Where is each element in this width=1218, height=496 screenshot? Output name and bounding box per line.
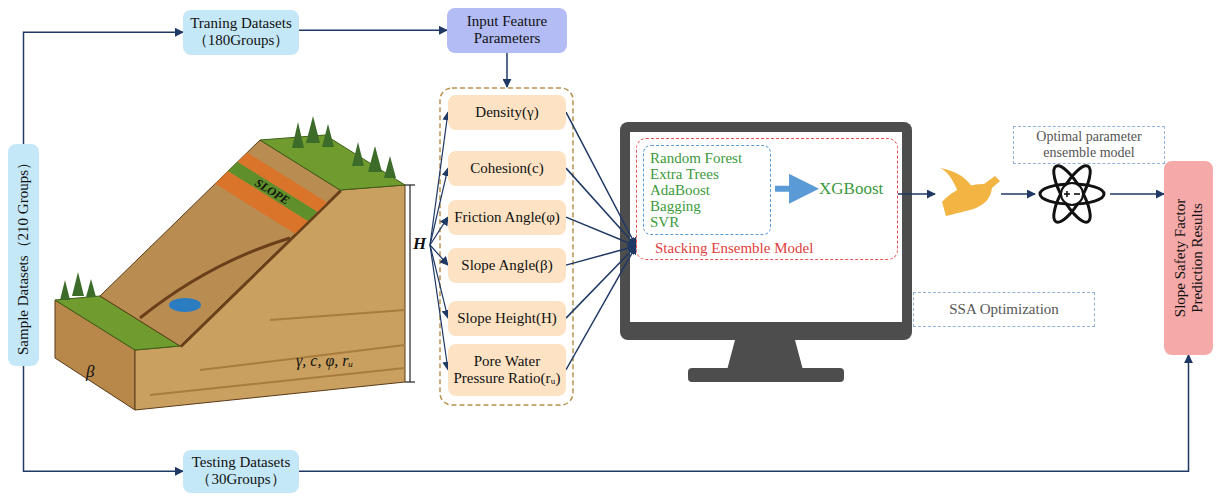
illustration-part [368, 146, 382, 172]
illustration-part [1066, 191, 1068, 197]
illustration-part [150, 368, 405, 395]
node-text: Input Feature Parameters [449, 13, 565, 48]
node-text: Stacking Ensemble Model [655, 240, 813, 257]
flow-arrow [566, 112, 636, 246]
illustration-part [169, 298, 201, 312]
illustration-part [140, 238, 290, 318]
illustration-part [942, 176, 1000, 216]
feature-box: Friction Angle(φ) [448, 200, 566, 235]
slope-block [55, 135, 405, 410]
node-text: Random Forest [650, 150, 764, 166]
feature-box: Cohesion(c) [448, 151, 566, 186]
illustration-part [1040, 184, 1104, 204]
illustration-part [72, 272, 84, 296]
flow-arrow [566, 246, 636, 370]
feature-box: Slope Height(H) [448, 301, 566, 336]
dataset-box: Traning Datasets （180Groups） [183, 10, 299, 55]
node-text: XGBoost [819, 179, 883, 199]
feature-box: Pore Water Pressure Ratio(rᵤ) [448, 344, 566, 397]
slope-label: SLOPE [252, 176, 292, 209]
feature-fan-arrow [430, 112, 448, 245]
illustration-part [1047, 161, 1096, 226]
illustration-part [1074, 193, 1080, 195]
node-text: Density(γ) [451, 104, 563, 121]
illustration-part [630, 132, 902, 322]
illustration-part [727, 340, 803, 370]
node-text: Slope Angle(β) [451, 257, 563, 274]
illustration-part [352, 142, 364, 166]
optimizer-box: SSA Optimization [935, 160, 1001, 330]
illustration-part [60, 280, 70, 300]
ensemble-box: Optimal parameter ensemble model [1035, 126, 1110, 222]
node-text: Slope Safety Factor Prediction Results [1171, 172, 1206, 344]
feature-box: Slope Angle(β) [448, 248, 566, 283]
node-text: Sample Datasets（210 Groups） [15, 155, 32, 355]
feature-fan-arrow [430, 168, 448, 245]
parameter-label: γ, c, φ, rᵤ [296, 352, 353, 370]
height-dimension [405, 185, 415, 382]
feature-group-frame [440, 88, 573, 405]
flow-arrow [1001, 193, 1035, 195]
angle-label: β [86, 362, 94, 382]
flow-arrow [24, 366, 184, 471]
illustration-part [306, 116, 320, 143]
feature-fan-arrow [430, 217, 448, 245]
stacking-arrow [775, 186, 813, 192]
node-text: Bagging [650, 198, 764, 214]
node-text: AdaBoost [650, 182, 764, 198]
node-text: SVR [650, 214, 764, 230]
dimension-label: H [413, 234, 426, 254]
flow-arrow [566, 217, 636, 246]
illustration-part [1061, 183, 1083, 205]
process-box: Input Feature Parameters [447, 8, 567, 53]
monitor-symbol [620, 122, 912, 382]
illustration-part [200, 345, 405, 370]
flow-arrow [566, 246, 636, 265]
illustration-part [322, 124, 334, 147]
feature-box: Density(γ) [448, 95, 566, 130]
illustration-part [1047, 161, 1096, 226]
base-model-box: Random ForestExtra TreesAdaBoostBaggingS… [643, 145, 771, 235]
flow-arrow [566, 168, 636, 246]
feature-fan-arrow [430, 245, 448, 370]
node-text: Optimal parameter ensemble model [1013, 126, 1165, 164]
illustration-part [620, 122, 912, 340]
flow-arrow [299, 30, 447, 32]
illustration-part [384, 156, 396, 178]
node-text: Friction Angle(φ) [451, 209, 563, 226]
flow-arrow [299, 355, 1189, 471]
illustration-part [688, 368, 844, 382]
result-box: Slope Safety Factor Prediction Results [1164, 161, 1213, 355]
flow-arrow [898, 193, 935, 195]
illustration-part [270, 310, 405, 320]
node-text: Traning Datasets （180Groups） [185, 15, 297, 50]
node-text: Pore Water Pressure Ratio(rᵤ) [451, 353, 563, 388]
illustration-part [405, 184, 415, 185]
flow-arrow [1110, 193, 1164, 195]
node-text: SSA Optimization [913, 292, 1095, 327]
dataset-box: Sample Datasets（210 Groups） [8, 144, 39, 366]
illustration-part [409, 185, 410, 382]
illustration-part [86, 279, 96, 297]
node-text: Extra Trees [650, 166, 764, 182]
model-frame: XGBoostStacking Ensemble Model Random For… [636, 138, 898, 260]
illustration-part [405, 381, 415, 382]
tree-symbols [60, 116, 396, 300]
illustration-part [100, 140, 340, 346]
node-text: Cohesion(c) [451, 160, 563, 177]
illustration-part [940, 168, 974, 192]
illustration-part [292, 122, 304, 148]
dataset-box: Testing Datasets （30Groups） [183, 450, 299, 493]
atom-symbol [1040, 161, 1104, 226]
bird-symbol [940, 168, 1000, 216]
flow-arrow [24, 32, 184, 144]
feed-arrow [506, 53, 508, 88]
node-text: Slope Height(H) [451, 310, 563, 327]
node-text: Testing Datasets （30Groups） [185, 454, 297, 489]
